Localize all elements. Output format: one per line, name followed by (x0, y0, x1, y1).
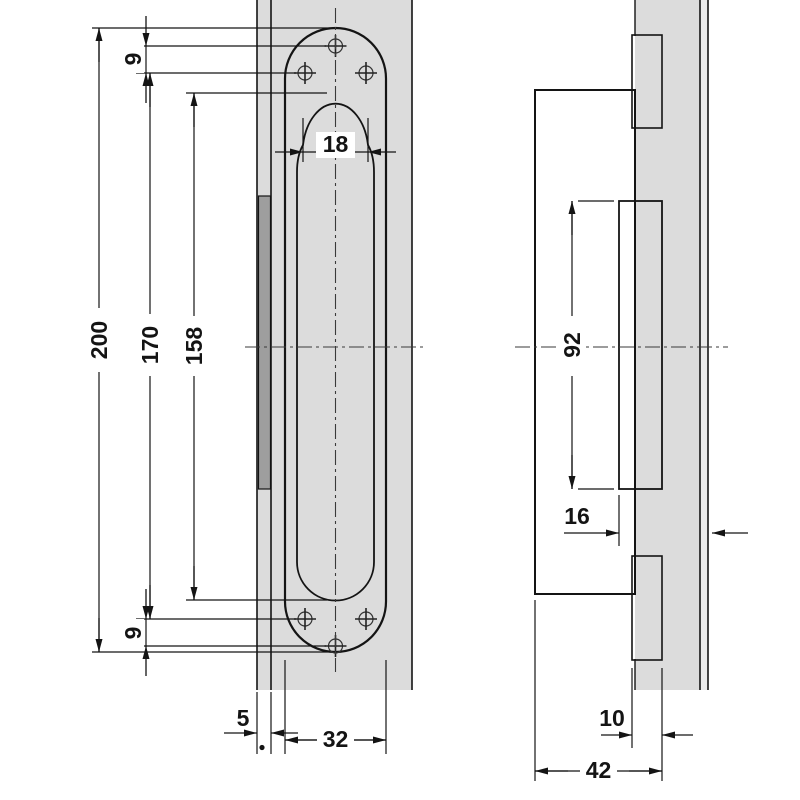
section-view: 92 16 10 42 (515, 0, 748, 783)
dimension-insert-height-front: 158 (181, 92, 327, 601)
bottom-block (631, 555, 663, 661)
dimension-screw-spacing: 170 (136, 72, 296, 620)
door-face-strip (700, 0, 708, 690)
dim-label-total-height: 200 (86, 321, 112, 359)
dimension-bottom-screw-offset: 9 (120, 589, 326, 676)
insert-block (618, 200, 663, 490)
frame-body (534, 89, 636, 595)
dimension-top-screw-offset: 9 (120, 16, 326, 103)
dimension-insert-width-front: 18 (275, 118, 396, 162)
dim-label-total-width: 42 (586, 757, 612, 783)
dim-label-edge-gap: 5 (237, 705, 250, 731)
hinge-barrel-strip (257, 195, 272, 490)
dimension-plate-width: 32 (284, 660, 387, 754)
dimension-total-height: 200 (86, 27, 330, 653)
door-face-lines (634, 0, 709, 690)
dimension-depth: 16 (564, 495, 748, 546)
dim-label-depth: 16 (564, 503, 590, 529)
dim-label-top-screw-offset: 9 (120, 53, 146, 66)
screw-hole-top-right (355, 62, 377, 84)
dim-label-screw-spacing: 170 (137, 326, 163, 364)
dim-label-insert-width-front: 18 (323, 131, 349, 157)
dimension-insert-height-section: 92 (559, 200, 614, 490)
reference-dot (259, 744, 265, 751)
hinge-insert (296, 102, 375, 602)
dim-label-insert-width-section: 10 (599, 705, 625, 731)
screw-hole-bottom-right (355, 608, 377, 630)
dim-label-insert-height-front: 158 (181, 327, 207, 366)
door-band (635, 0, 700, 690)
top-block (631, 34, 663, 129)
dim-label-insert-height-section: 92 (559, 332, 585, 358)
dimension-total-width: 42 (534, 600, 662, 783)
dimension-insert-width-section: 10 (599, 668, 693, 781)
dim-label-plate-width: 32 (323, 726, 349, 752)
front-view: 200 170 158 9 (86, 0, 425, 754)
screw-hole-top-left (294, 62, 316, 84)
dimension-edge-gap: 5 (224, 692, 298, 754)
screw-hole-bottom-left (294, 608, 316, 630)
dim-label-bottom-screw-offset: 9 (120, 627, 146, 640)
